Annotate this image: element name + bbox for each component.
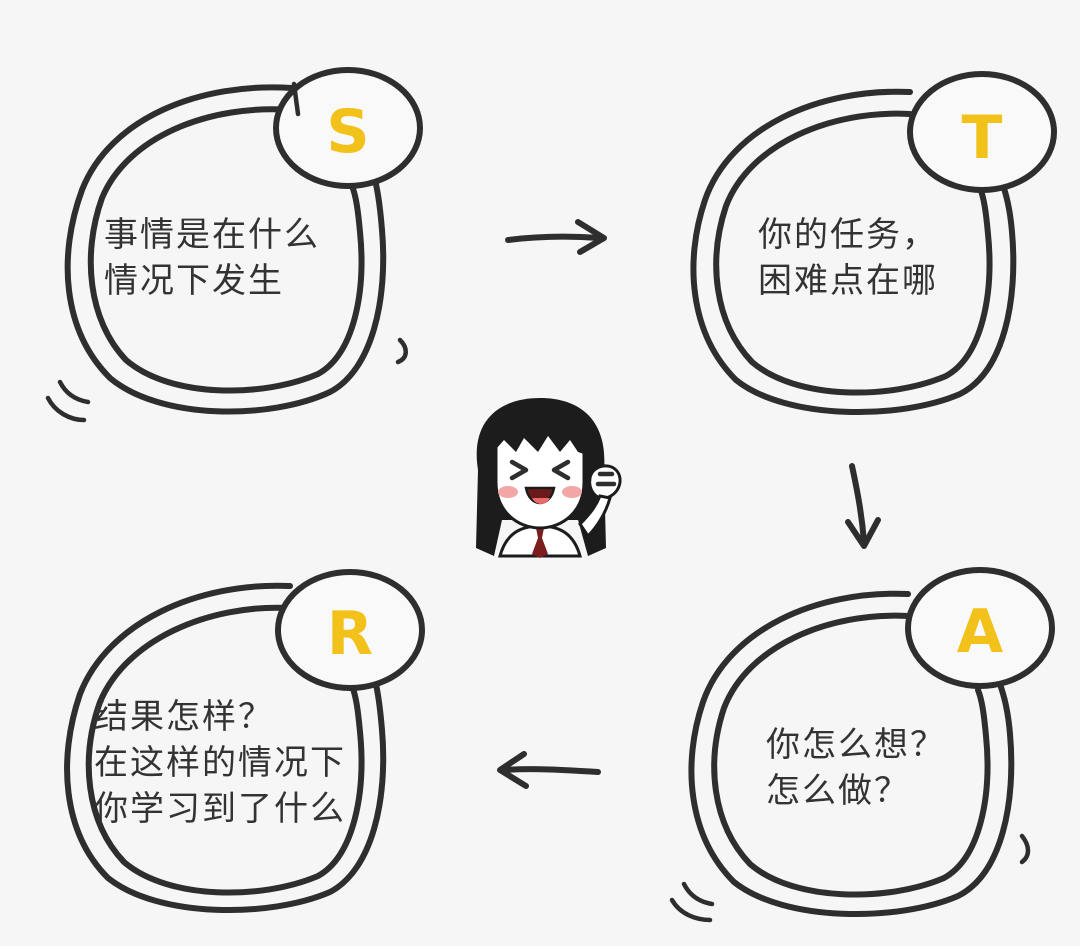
step-s-letter: S [326, 97, 369, 167]
step-s-line-1: 事情是在什么 [104, 212, 320, 258]
step-r-letter: R [327, 599, 373, 669]
step-s-description: 事情是在什么 情况下发生 [104, 212, 320, 304]
arrow-s-to-t [508, 222, 604, 252]
step-a-motion-mark [1022, 836, 1028, 862]
step-a-letter: A [957, 597, 1004, 667]
step-t-line-2: 困难点在哪 [758, 258, 938, 304]
cheering-girl-icon [476, 398, 620, 558]
right-blush [562, 486, 582, 498]
step-s-motion-mark-3 [60, 382, 88, 402]
arrow-t-to-a [848, 466, 878, 546]
step-s-line-2: 情况下发生 [104, 258, 320, 304]
step-a-motion-mark-3 [684, 884, 712, 904]
step-t-description: 你的任务， 困难点在哪 [758, 212, 938, 304]
step-r-line-3: 你学习到了什么 [94, 786, 346, 832]
step-a-line-2: 怎么做？ [766, 768, 946, 814]
left-blush [498, 486, 518, 498]
step-r-line-2: 在这样的情况下 [94, 740, 346, 786]
step-a-line-1: 你怎么想？ [766, 722, 946, 768]
step-s-motion-mark [398, 340, 406, 362]
step-t-line-1: 你的任务， [758, 212, 938, 258]
step-t-letter: T [962, 103, 1003, 173]
step-r-description: 结果怎样？ 在这样的情况下 你学习到了什么 [94, 694, 346, 832]
step-a-description: 你怎么想？ 怎么做？ [766, 722, 946, 814]
arrow-a-to-r [500, 754, 598, 786]
step-r-line-1: 结果怎样？ [94, 694, 346, 740]
